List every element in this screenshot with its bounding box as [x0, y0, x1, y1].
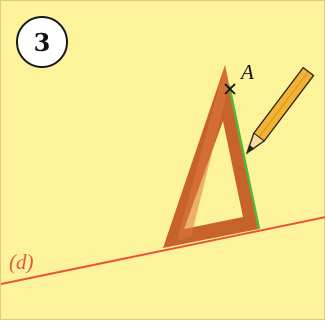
pencil-icon	[245, 66, 315, 155]
set-square-icon	[163, 65, 261, 248]
point-a-label: A	[239, 60, 254, 84]
traced-perpendicular	[227, 84, 261, 230]
step-badge: 3	[16, 16, 68, 68]
step-number: 3	[34, 28, 51, 57]
line-d	[1, 216, 325, 285]
line-d-label: (d)	[9, 250, 34, 274]
cross-mark-icon	[224, 83, 236, 95]
